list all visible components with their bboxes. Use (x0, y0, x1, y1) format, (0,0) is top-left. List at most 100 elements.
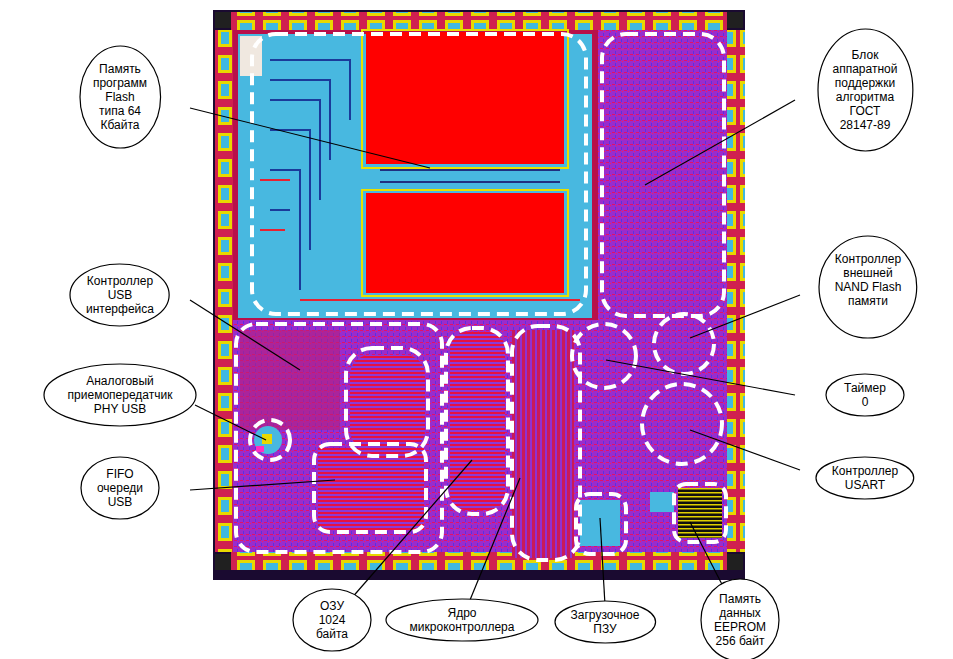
ellipse-outline (826, 374, 904, 416)
core-area (233, 30, 727, 552)
die-frame (213, 10, 745, 580)
dashed-outline (572, 324, 636, 388)
leader-line (190, 480, 335, 490)
ram-array (450, 332, 505, 510)
dashed-outline (512, 326, 580, 560)
callout-label: FIFO очереди USB (97, 467, 144, 509)
leader-line (350, 460, 472, 600)
callout-ellipse: ОЗУ 1024 байта (292, 588, 372, 652)
flash-wiring (260, 180, 580, 300)
logic-region (233, 320, 727, 552)
callout-text-group: Память программ Flash типа 64 Кбайта (92, 62, 147, 132)
callout-text-group: Контроллер USB интерфейса (86, 274, 154, 316)
ellipse-outline (81, 457, 159, 519)
callout-ellipse: Контроллер внешней NAND Flash памяти (818, 235, 918, 339)
callout-label: Контроллер USART (831, 464, 898, 492)
callout-label: Память программ Flash типа 64 Кбайта (92, 62, 147, 132)
callout-ellipse: FIFO очереди USB (80, 456, 160, 520)
cpu-core (512, 330, 574, 558)
callout-label: Память данных EEPROM 256 байт (714, 592, 766, 648)
callout-text-group: Загрузочное ПЗУ (570, 608, 639, 636)
block-outlines (236, 34, 726, 560)
ellipse-outline (701, 579, 779, 659)
callout-text-group: Ядро микроконтроллера (410, 606, 515, 634)
dashed-outline (642, 384, 722, 464)
leader-line (690, 430, 800, 470)
ellipse-outline (80, 46, 161, 148)
dashed-outline (314, 444, 426, 532)
phy-block (254, 426, 282, 454)
ellipse-outline (386, 599, 538, 641)
callout-text-group: FIFO очереди USB (97, 467, 144, 509)
flash-wiring (380, 170, 560, 182)
flash-array (366, 193, 564, 293)
callout-label: Контроллер USB интерфейса (86, 274, 154, 316)
leader-line (470, 478, 520, 600)
callout-label: ОЗУ 1024 байта (316, 599, 349, 641)
dashed-outline (654, 314, 714, 374)
ellipse-outline (819, 236, 917, 338)
usb-memory (350, 355, 425, 450)
pad-column (727, 30, 745, 552)
flash-array (366, 32, 564, 164)
dashed-outline (346, 348, 428, 456)
flash-array-frame (362, 30, 568, 168)
callout-ellipse: Ядро микроконтроллера (385, 598, 539, 642)
pad-row (231, 12, 727, 30)
usb-fifo (318, 448, 424, 530)
dashed-outline (446, 328, 508, 514)
ellipse-outline (555, 601, 656, 643)
flash-wiring (270, 60, 350, 290)
ellipse-outline (293, 589, 371, 651)
ellipse-outline (70, 264, 169, 326)
leader-line (645, 100, 795, 185)
pad-row (231, 552, 727, 570)
dashed-outline (236, 324, 442, 552)
dashed-outline (252, 34, 586, 314)
corner (727, 554, 743, 570)
dashed-outline (250, 420, 290, 460)
leader-line (195, 405, 266, 440)
die (213, 10, 745, 580)
leader-line (600, 518, 605, 605)
callout-text-group: Контроллер USART (831, 464, 898, 492)
callout-label: Блок аппаратной поддержки алгоритма ГОСТ… (832, 48, 897, 132)
leader-line (690, 295, 800, 338)
callout-text-group: Аналоговый приемопередатчик PHY USB (68, 374, 173, 416)
leader-line (190, 108, 430, 168)
callout-ellipse: Память данных EEPROM 256 байт (700, 578, 780, 659)
ellipse-outline (816, 457, 914, 499)
callout-label: Аналоговый приемопередатчик PHY USB (68, 374, 173, 416)
eeprom-periphery (650, 492, 674, 512)
callout-text-group: Память данных EEPROM 256 байт (714, 592, 766, 648)
callout-ellipse: Таймер 0 (825, 373, 905, 417)
callout-ellipse: Память программ Flash типа 64 Кбайта (79, 45, 162, 149)
callout-ellipse: Контроллер USB интерфейса (69, 263, 170, 327)
callout-text-group: Блок аппаратной поддержки алгоритма ГОСТ… (832, 48, 897, 132)
callout-text-group: Таймер 0 (844, 381, 886, 409)
leader-line (190, 300, 300, 370)
corner (215, 554, 231, 570)
gost-region (598, 30, 727, 322)
corner (215, 12, 231, 28)
callout-text-group: ОЗУ 1024 байта (316, 599, 349, 641)
eeprom (678, 488, 722, 538)
callout-ellipse: Загрузочное ПЗУ (554, 600, 657, 644)
callout-label: Контроллер внешней NAND Flash памяти (834, 252, 901, 308)
logic-region (240, 330, 340, 430)
callout-ellipse: Контроллер USART (815, 456, 915, 500)
callout-ellipse: Аналоговый приемопередатчик PHY USB (43, 363, 197, 427)
leader-lines (190, 100, 800, 605)
ellipse-outline (44, 364, 196, 426)
callout-label: Загрузочное ПЗУ (570, 608, 639, 636)
callout-ellipse: Блок аппаратной поддержки алгоритма ГОСТ… (817, 28, 914, 152)
callout-text-group: Контроллер внешней NAND Flash памяти (834, 252, 901, 308)
leader-line (606, 360, 795, 395)
dashed-outline (674, 484, 726, 542)
pad-column (215, 30, 233, 552)
corner (727, 12, 743, 28)
callout-label: Таймер 0 (844, 381, 886, 409)
callout-label: Ядро микроконтроллера (410, 606, 515, 634)
phy-block (256, 446, 264, 452)
